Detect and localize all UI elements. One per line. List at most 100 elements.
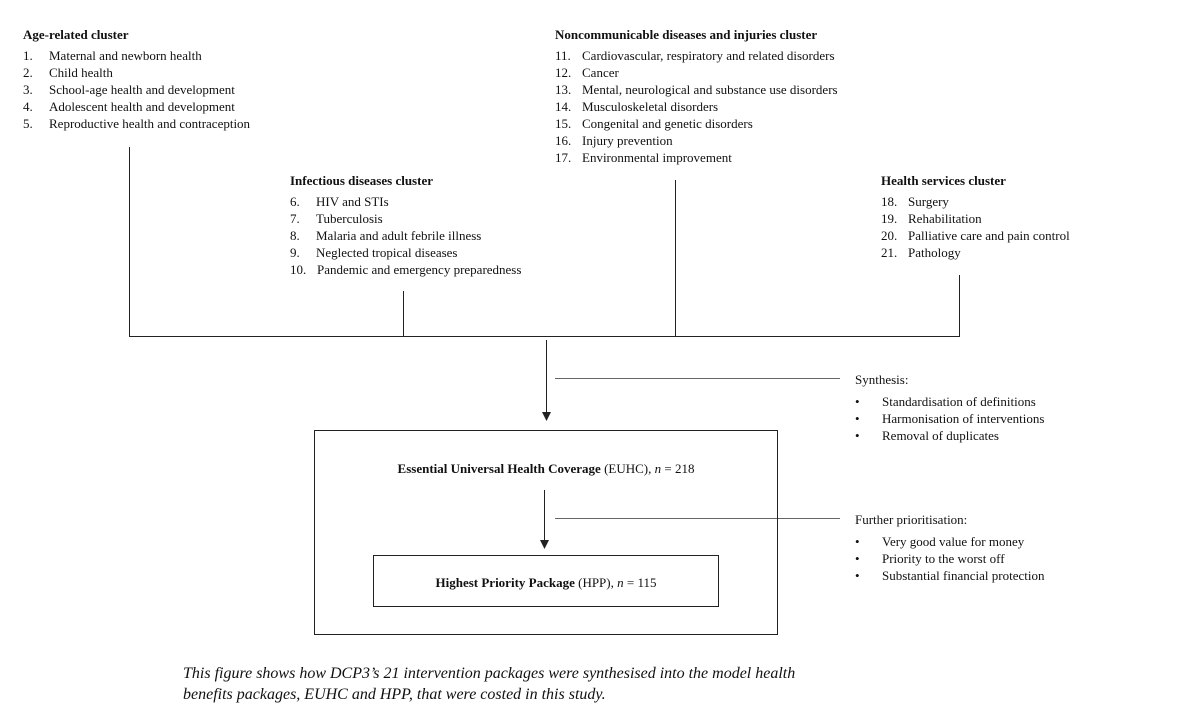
hpp-label-rest: (HPP), — [574, 575, 618, 590]
age-cluster-title: Age-related cluster — [23, 27, 129, 42]
item-number: 7. — [290, 211, 300, 226]
item-number: 21. — [881, 245, 898, 260]
item-label: Cancer — [582, 65, 619, 80]
item-label: Injury prevention — [582, 133, 673, 148]
item-number: 4. — [23, 99, 33, 114]
euhc-label-rest: (EUHC), — [600, 461, 655, 476]
caption-line-2: benefits packages, EUHC and HPP, that we… — [183, 686, 606, 703]
list-item: 10. Pandemic and emergency preparedness — [290, 261, 521, 278]
item-number: 2. — [23, 65, 33, 80]
item-label: Surgery — [908, 194, 949, 209]
item-number: 20. — [881, 228, 898, 243]
euhc-box — [314, 430, 778, 635]
item-number: 19. — [881, 211, 898, 226]
item-label: Reproductive health and contraception — [49, 116, 251, 131]
item-label: Neglected tropical diseases — [316, 245, 458, 260]
list-item: 2.Child health — [23, 64, 250, 81]
euhc-n-value: = 218 — [661, 461, 695, 476]
bullet-text: Very good value for money — [882, 534, 1025, 549]
list-item: 9. Neglected tropical diseases — [290, 244, 521, 261]
list-item: 15. Congenital and genetic disorders — [555, 115, 838, 132]
list-item: 14.Musculoskeletal disorders — [555, 98, 838, 115]
synthesis-annotation: Synthesis: • Standardisation of definitio… — [855, 372, 1044, 444]
age-cluster: Age-related cluster 1.Maternal and newbo… — [23, 27, 250, 132]
infectious-cluster-title: Infectious diseases cluster — [290, 173, 433, 188]
item-number: 15. — [555, 116, 572, 131]
hpp-n-value: = 115 — [623, 575, 657, 590]
list-item: 1.Maternal and newborn health — [23, 47, 250, 64]
synthesis-title: Synthesis: — [855, 372, 909, 387]
list-item: 13. Mental, neurological and substance us… — [555, 81, 838, 98]
list-item: 4. Adolescent health and development — [23, 98, 250, 115]
bullet-text: Removal of duplicates — [882, 428, 999, 443]
item-label: Mental, neurological and substance use d… — [582, 82, 838, 97]
item-number: 17. — [555, 150, 572, 165]
ncd-cluster: Noncommunicable diseases and injuries cl… — [555, 27, 838, 166]
ncd-cluster-title: Noncommunicable diseases and injuries cl… — [555, 27, 818, 42]
hpp-label: Highest Priority Package (HPP), n = 115 — [374, 575, 718, 591]
item-number: 10. — [290, 262, 307, 277]
hpp-bold-label: Highest Priority Package — [435, 575, 575, 590]
prioritisation-title: Further prioritisation: — [855, 512, 968, 527]
list-item: 12. Cancer — [555, 64, 838, 81]
item-number: 14. — [555, 99, 572, 114]
euhc-label: Essential Universal Health Coverage (EUH… — [315, 461, 777, 477]
ncd-cluster-list: 11.Cardiovascular, respiratory and relat… — [555, 47, 838, 166]
hpp-box — [373, 555, 719, 607]
list-item: 8.Malaria and adult febrile illness — [290, 227, 521, 244]
item-number: 9. — [290, 245, 300, 260]
bullet-icon: • — [855, 394, 860, 409]
item-number: 1. — [23, 48, 33, 63]
synthesis-list: •Standardisation of definitions•Harmonis… — [855, 393, 1044, 444]
bullet-text: Priority to the worst off — [882, 551, 1005, 566]
item-number: 12. — [555, 65, 572, 80]
item-label: Cardiovascular, respiratory and related … — [582, 48, 835, 63]
item-number: 16. — [555, 133, 572, 148]
list-item: 5. Reproductive health and contraception — [23, 115, 250, 132]
merge-arrowhead — [542, 412, 551, 421]
list-item: 16. Injury prevention — [555, 132, 838, 149]
health-services-cluster-title: Health services cluster — [881, 173, 1006, 188]
bullet-text: Harmonisation of interventions — [882, 411, 1045, 426]
item-number: 6. — [290, 194, 300, 209]
item-label: Palliative care and pain control — [908, 228, 1070, 243]
bullet-icon: • — [855, 428, 860, 443]
bullet-icon: • — [855, 551, 860, 566]
list-item: 18.Surgery — [881, 193, 1070, 210]
bullet-item: •Harmonisation of interventions — [855, 410, 1044, 427]
item-number: 5. — [23, 116, 33, 131]
bullet-text: Standardisation of definitions — [882, 394, 1036, 409]
bullet-item: • Standardisation of definitions — [855, 393, 1044, 410]
item-number: 13. — [555, 82, 572, 97]
bullet-icon: • — [855, 568, 860, 583]
bullet-item: • Very good value for money — [855, 533, 1044, 550]
item-label: Rehabilitation — [908, 211, 982, 226]
item-label: Pandemic and emergency preparedness — [317, 262, 522, 277]
list-item: 7. Tuberculosis — [290, 210, 521, 227]
euhc-bold-label: Essential Universal Health Coverage — [397, 461, 601, 476]
item-label: School-age health and development — [49, 82, 235, 97]
list-item: 6.HIV and STIs — [290, 193, 521, 210]
prioritisation-annotation: Further prioritisation: • Very good value… — [855, 512, 1044, 584]
infectious-cluster: Infectious diseases cluster 6.HIV and ST… — [290, 173, 521, 278]
item-label: Adolescent health and development — [49, 99, 235, 114]
hpp-n-var: n — [617, 575, 624, 590]
item-label: Congenital and genetic disorders — [582, 116, 753, 131]
bullet-item: • Substantial financial protection — [855, 567, 1044, 584]
bullet-item: • Priority to the worst off — [855, 550, 1044, 567]
list-item: 21.Pathology — [881, 244, 1070, 261]
prioritisation-list: • Very good value for money • Priority to t… — [855, 533, 1044, 584]
item-label: Tuberculosis — [316, 211, 383, 226]
caption-line-1: This figure shows how DCP3’s 21 interven… — [183, 665, 796, 682]
list-item: 19. Rehabilitation — [881, 210, 1070, 227]
item-number: 3. — [23, 82, 33, 97]
list-item: 17.Environmental improvement — [555, 149, 838, 166]
bullet-text: Substantial financial protection — [882, 568, 1045, 583]
euhc-n-var: n — [654, 461, 662, 476]
figure-caption: This figure shows how DCP3’s 21 interven… — [183, 663, 795, 705]
bullet-icon: • — [855, 534, 860, 549]
list-item: 11.Cardiovascular, respiratory and relat… — [555, 47, 838, 64]
